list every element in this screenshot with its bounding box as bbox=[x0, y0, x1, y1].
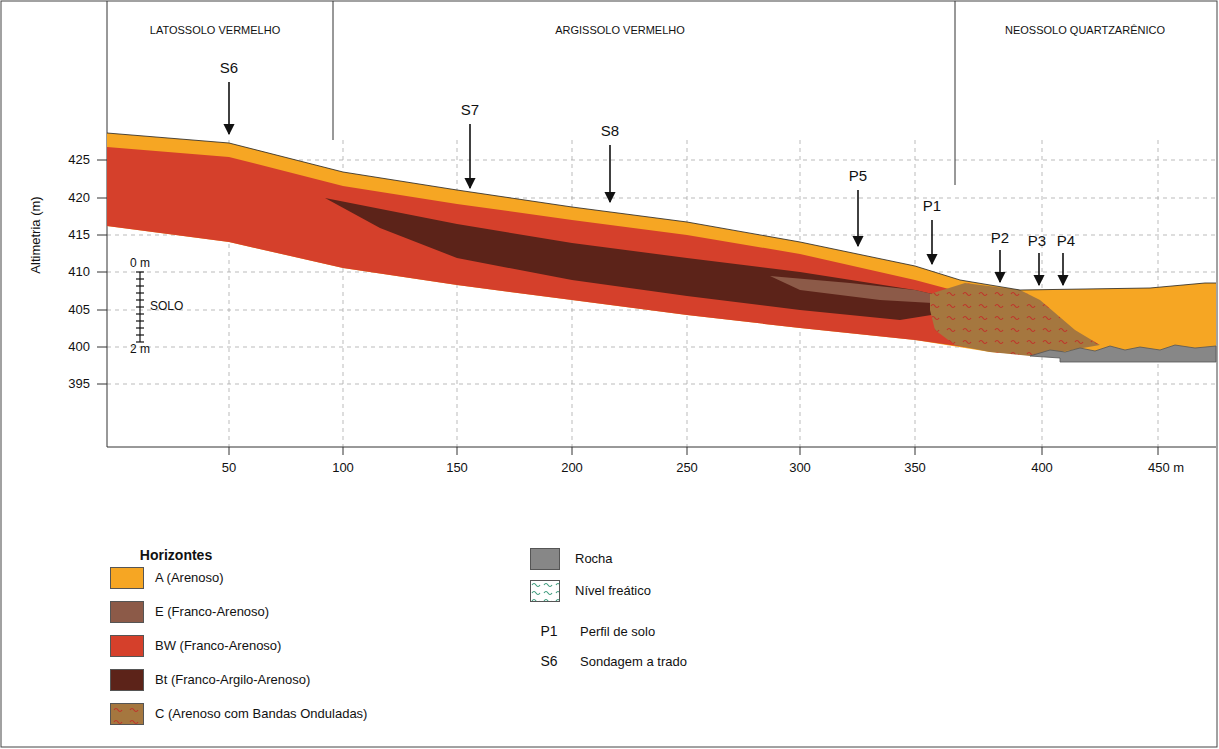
probe-label: S8 bbox=[601, 123, 619, 140]
horizon-e bbox=[770, 276, 950, 304]
tick-label: 415 bbox=[68, 228, 90, 242]
legend-label: Rocha bbox=[575, 552, 613, 566]
tick-label: 100 bbox=[332, 461, 354, 475]
soil-class: NEOSSOLO QUARTZARÊNICO bbox=[1005, 24, 1165, 36]
legend-title: Horizontes bbox=[140, 548, 212, 563]
legend-label: Nível freático bbox=[575, 584, 651, 598]
horizon-bw bbox=[107, 147, 1000, 352]
tick-label: 50 bbox=[222, 461, 236, 475]
legend-swatch bbox=[110, 601, 144, 623]
profile-label: P5 bbox=[849, 168, 867, 185]
axis-title: Altimetria (m) bbox=[29, 196, 43, 273]
tick-label: 420 bbox=[68, 191, 90, 205]
legend-swatch bbox=[110, 703, 144, 725]
legend-label: Bt (Franco-Argilo-Arenoso) bbox=[155, 673, 310, 687]
profile-label: P2 bbox=[991, 230, 1009, 247]
tick-label: 150 bbox=[446, 461, 468, 475]
legend-label: Sondagem a trado bbox=[580, 655, 687, 669]
probe-label: S7 bbox=[461, 102, 479, 119]
rock bbox=[1030, 345, 1216, 362]
legend-label: A (Arenoso) bbox=[155, 571, 224, 585]
soil-class: LATOSSOLO VERMELHO bbox=[150, 24, 280, 36]
legend-label: E (Franco-Arenoso) bbox=[155, 605, 269, 619]
legend-swatch bbox=[530, 580, 560, 602]
legend-symbol: S6 bbox=[540, 654, 557, 669]
soil-horizons bbox=[107, 133, 1216, 362]
profile-label: P4 bbox=[1057, 233, 1075, 250]
scale-label: SOLO bbox=[150, 300, 183, 313]
tick-label: 405 bbox=[68, 303, 90, 317]
horizon-c bbox=[930, 283, 1100, 356]
legend-label: BW (Franco-Arenoso) bbox=[155, 639, 281, 653]
soil-class: ARGISSOLO VERMELHO bbox=[555, 24, 685, 36]
tick-label: 395 bbox=[68, 377, 90, 391]
legend-swatch bbox=[110, 669, 144, 691]
profile-label: P3 bbox=[1028, 233, 1046, 250]
legend-label: Perfil de solo bbox=[580, 625, 655, 639]
tick-label: 400 bbox=[1031, 461, 1053, 475]
legend-swatch bbox=[110, 567, 144, 589]
tick-label: 425 bbox=[68, 153, 90, 167]
scale-label: 2 m bbox=[130, 343, 150, 356]
profile-arrows bbox=[229, 82, 1063, 285]
axes bbox=[97, 1, 1216, 455]
legend-symbol: P1 bbox=[540, 624, 557, 639]
legend-swatch bbox=[110, 635, 144, 657]
tick-label: 450 m bbox=[1148, 461, 1184, 475]
scale-label: 0 m bbox=[130, 257, 150, 270]
scale-bar bbox=[136, 272, 144, 342]
legend-swatch bbox=[530, 548, 560, 570]
probe-label: S6 bbox=[220, 60, 238, 77]
horizon-a bbox=[107, 133, 1216, 355]
tick-label: 410 bbox=[68, 265, 90, 279]
tick-label: 300 bbox=[789, 461, 811, 475]
tick-label: 200 bbox=[561, 461, 583, 475]
tick-label: 350 bbox=[904, 461, 926, 475]
legend-label: C (Arenoso com Bandas Onduladas) bbox=[155, 707, 367, 721]
tick-label: 400 bbox=[68, 340, 90, 354]
horizon-bt bbox=[325, 198, 950, 320]
profile-label: P1 bbox=[923, 198, 941, 215]
tick-label: 250 bbox=[676, 461, 698, 475]
